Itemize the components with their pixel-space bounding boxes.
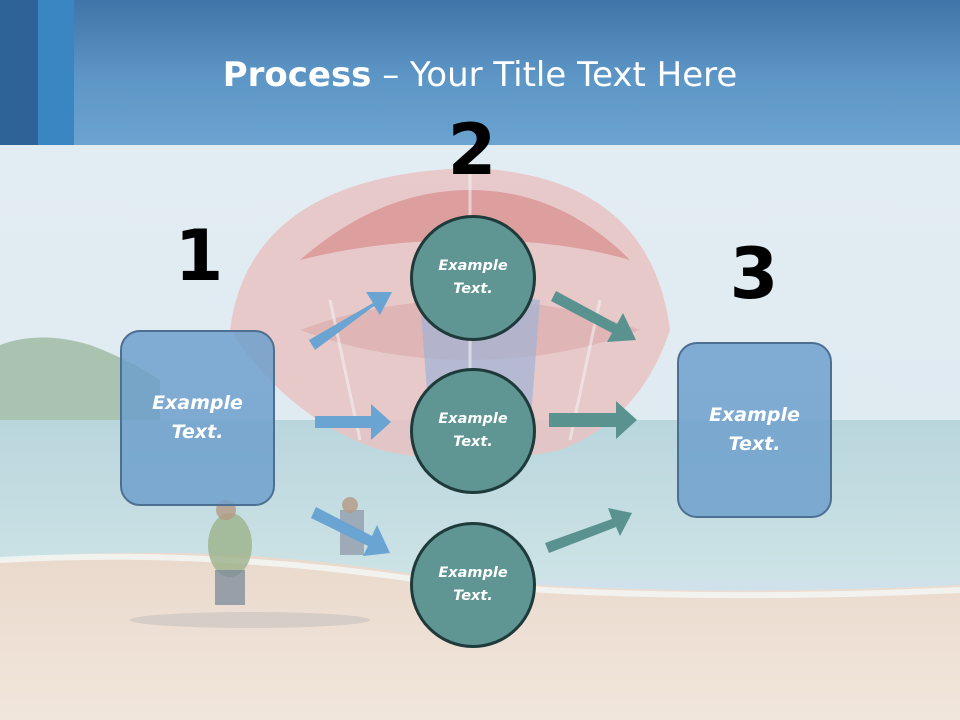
- left-box: Example Text.: [120, 330, 275, 506]
- circle-middle-label: Example Text.: [438, 411, 508, 450]
- title-rest: – Your Title Text Here: [371, 55, 738, 95]
- right-box-label: Example Text.: [709, 404, 800, 455]
- step-number-1: 1: [174, 215, 224, 297]
- left-box-label: Example Text.: [152, 392, 243, 443]
- circle-top-label: Example Text.: [438, 258, 508, 297]
- circle-top: Example Text.: [410, 215, 536, 341]
- title-bar: Process – Your Title Text Here: [0, 0, 960, 145]
- circle-bottom: Example Text.: [410, 522, 536, 648]
- step-number-3: 3: [729, 233, 779, 315]
- right-box: Example Text.: [677, 342, 832, 518]
- accent-stripe: [38, 0, 74, 145]
- step-number-2: 2: [447, 109, 497, 191]
- accent-stripe: [0, 0, 38, 145]
- circle-middle: Example Text.: [410, 368, 536, 494]
- title-bold: Process: [222, 55, 372, 95]
- circle-bottom-label: Example Text.: [438, 565, 508, 604]
- slide-title: Process – Your Title Text Here: [0, 52, 960, 98]
